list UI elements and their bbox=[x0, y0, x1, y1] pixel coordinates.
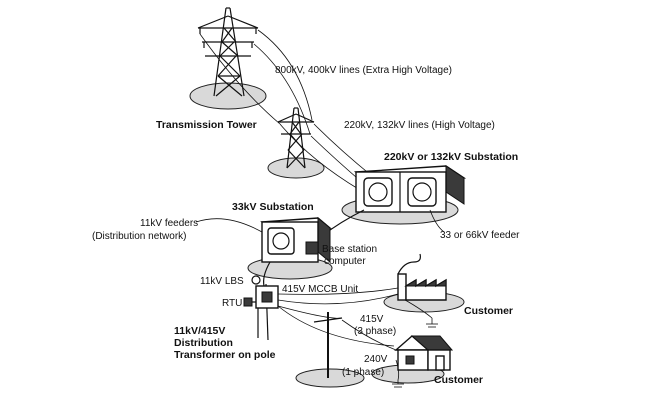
label-feeders-1: 11kV feeders bbox=[140, 218, 198, 229]
label-ehv-lines: 800kV, 400kV lines (Extra High Voltage) bbox=[275, 65, 452, 76]
rtu-box bbox=[243, 297, 253, 307]
label-customer-house: Customer bbox=[434, 374, 483, 386]
label-substation-220: 220kV or 132kV Substation bbox=[384, 151, 518, 163]
lbs-switch bbox=[251, 275, 261, 285]
label-feeders-2: (Distribution network) bbox=[92, 231, 186, 242]
factory-building bbox=[397, 253, 447, 301]
label-transformer-3: Transformer on pole bbox=[174, 349, 276, 361]
label-hv-lines: 220kV, 132kV lines (High Voltage) bbox=[344, 120, 495, 131]
240v-drop bbox=[395, 359, 400, 381]
label-substation-33: 33kV Substation bbox=[232, 201, 314, 213]
house-building bbox=[394, 335, 454, 371]
label-lbs: 11kV LBS bbox=[200, 276, 244, 287]
label-1-phase: (1 phase) bbox=[342, 367, 384, 378]
pole-ground bbox=[295, 368, 365, 388]
tower1-ground bbox=[189, 82, 267, 110]
label-customer-factory: Customer bbox=[464, 305, 513, 317]
label-transformer-2: Distribution bbox=[174, 337, 233, 349]
distribution-pole bbox=[243, 275, 279, 341]
ehv-lines bbox=[199, 29, 313, 135]
ground-symbol-house bbox=[392, 380, 404, 388]
substation-33kv bbox=[260, 216, 332, 264]
substation-220kv bbox=[353, 165, 467, 213]
11kv-feeder-main bbox=[263, 261, 271, 287]
label-feeder-33-66: 33 or 66kV feeder bbox=[440, 230, 520, 241]
label-base-station-2: computer bbox=[324, 256, 366, 267]
label-415v: 415V bbox=[360, 314, 384, 325]
label-3-phase: (3 phase) bbox=[354, 326, 396, 337]
label-transmission-tower: Transmission Tower bbox=[156, 119, 257, 131]
11kv-feeder-curve bbox=[195, 218, 263, 233]
transmission-tower-large bbox=[197, 7, 259, 97]
ground-symbol-factory bbox=[426, 318, 438, 328]
415v-line-c bbox=[277, 305, 343, 319]
street-pole bbox=[313, 312, 343, 378]
tower2-ground bbox=[267, 157, 325, 179]
415v-line-a bbox=[277, 287, 399, 295]
label-rtu: RTU bbox=[222, 298, 242, 309]
415v-line-b bbox=[277, 293, 399, 305]
feeder-33-66kv-line bbox=[429, 209, 445, 233]
label-base-station-1: Base station bbox=[322, 244, 377, 255]
label-mccb: 415V MCCB Unit bbox=[282, 284, 358, 295]
240v-line-b bbox=[341, 319, 397, 351]
label-transformer-1: 11kV/415V bbox=[174, 325, 225, 337]
240v-line bbox=[277, 305, 395, 347]
label-240v: 240V bbox=[364, 354, 388, 365]
